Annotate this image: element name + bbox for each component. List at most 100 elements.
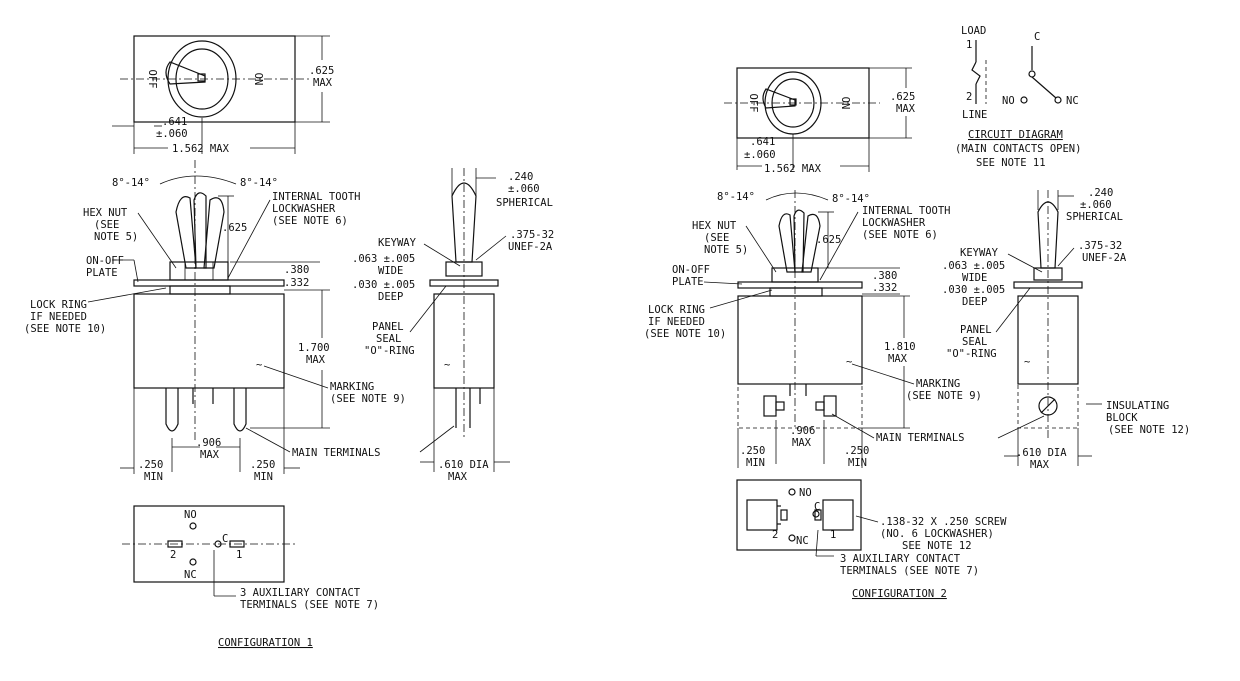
lock-ring-3: (SEE NOTE 10) [24,323,106,335]
height-max: MAX [313,77,333,89]
keyway-1: .063 ±.005 [352,253,415,265]
plate-dim-2-1: .380 [872,270,897,282]
lockwasher-2-1: INTERNAL TOOTH [862,205,951,217]
offset-dim: .641 [162,116,187,128]
width-dim-2: 1.562 MAX [764,163,822,175]
keyway-2-1: .063 ±.005 [942,260,1005,272]
circuit-diagram: LOAD 1 2 LINE C NC NO CIRCUIT DIAGRAM (M… [955,25,1081,169]
side-marking-glyph: ~ [444,359,450,371]
angle-right: 8°-14° [240,177,278,189]
lock-ring-1: LOCK RING [30,299,87,311]
plate-dim-2-2: .332 [872,282,897,294]
sph-tol-2: ±.060 [1080,199,1112,211]
hex-nut-label-3: NOTE 5) [94,231,138,243]
panel-seal-2-2: SEAL [962,336,987,348]
config1-caption: CONFIGURATION 1 [218,637,313,649]
circuit-no: NO [1002,95,1015,107]
body-height-2-max: MAX [888,353,908,365]
config2-caption: CONFIGURATION 2 [852,588,947,600]
keyway-2-2: WIDE [962,272,987,284]
lockwasher-label-3: (SEE NOTE 6) [272,215,348,227]
hex-nut-label-1: HEX NUT [83,207,128,219]
term-spacing: .906 [196,437,221,449]
offset-tol: ±.060 [156,128,188,140]
term-spacing-max: MAX [200,449,220,461]
lockwasher-label-2: LOCKWASHER [272,203,336,215]
sph-dim-2: .240 [1088,187,1113,199]
term-spacing-2: .906 [790,425,815,437]
side-dia-max: MAX [448,471,468,483]
body-height-2: 1.810 [884,341,916,353]
config2-bottom-view: NO NC 2 1 C .138-32 X .250 SCREW (NO. 6 … [736,479,1007,577]
plate-dim-2: .332 [284,277,309,289]
screw-1: .138-32 X .250 SCREW [880,516,1007,528]
screw-2: (NO. 6 LOCKWASHER) [880,528,994,540]
insulating-3: (SEE NOTE 12) [1108,424,1190,436]
marking-2-2: (SEE NOTE 9) [906,390,982,402]
term-left-2: .250 [740,445,765,457]
main-terminals-2: MAIN TERMINALS [876,432,965,444]
circuit-line: LINE [962,109,987,121]
aux-label-1: 3 AUXILIARY CONTACT [240,587,361,599]
panel-seal-2-3: "O"-RING [946,348,997,360]
config2-top-view: OFF ON .625 MAX .641 ±.060 1.562 MAX [724,67,916,175]
hex-nut-2-3: NOTE 5) [704,244,748,256]
bottom-1: 1 [236,549,242,561]
keyway-2-3: .030 ±.005 [942,284,1005,296]
circuit-sub: (MAIN CONTACTS OPEN) [955,143,1081,155]
term-left: .250 [138,459,163,471]
screw-3: SEE NOTE 12 [902,540,972,552]
term-left-min: MIN [144,471,163,483]
lockwasher-2-3: (SEE NOTE 6) [862,229,938,241]
thread-2: UNEF-2A [508,241,553,253]
keyway-2-label: KEYWAY [960,247,999,259]
keyway-3: .030 ±.005 [352,279,415,291]
on-off-plate-1: ON-OFF [86,255,124,267]
lockwasher-2-2: LOCKWASHER [862,217,926,229]
config1-group: OFF ON .625 MAX .641 ±.060 1.562 MAX 8°-… [24,35,554,649]
plate-dim-1: .380 [284,264,309,276]
insulating-1: INSULATING [1106,400,1169,412]
thread-2-1: .375-32 [1078,240,1122,252]
term-right-2-min: MIN [848,457,867,469]
sph-label-2: SPHERICAL [1066,211,1123,223]
circuit-note: SEE NOTE 11 [976,157,1046,169]
sph-tol: ±.060 [508,183,540,195]
bottom-2-1: 1 [830,529,836,541]
side-dia: .610 DIA [438,459,489,471]
aux-2-2: TERMINALS (SEE NOTE 7) [840,565,979,577]
circuit-1: 1 [966,39,972,51]
panel-seal-2: SEAL [376,333,401,345]
term-spacing-2-max: MAX [792,437,812,449]
term-right: .250 [250,459,275,471]
bottom-2-c: C [814,501,820,513]
dim-625: .625 [222,222,247,234]
width-dim: 1.562 MAX [172,143,230,155]
term-right-min: MIN [254,471,273,483]
sph-label: SPHERICAL [496,197,553,209]
dim-625-2: .625 [816,234,841,246]
off-label: OFF [146,70,158,89]
angle-right-2: 8°-14° [832,193,870,205]
off-label-2: OFF [747,94,759,113]
height-dim-2: .625 [890,91,915,103]
config1-front-view: 8°-14° 8°-14° .625 ~ HEX NUT (SEE NOTE 5… [24,160,455,483]
panel-seal-3: "O"-RING [364,345,415,357]
aux-label-2: TERMINALS (SEE NOTE 7) [240,599,379,611]
circuit-nc: NC [1066,95,1079,107]
thread-2-2: UNEF-2A [1082,252,1127,264]
lock-ring-2-3: (SEE NOTE 10) [644,328,726,340]
config2-group: OFF ON .625 MAX .641 ±.060 1.562 MAX LOA… [644,25,1190,600]
body-height: 1.700 [298,342,330,354]
height-max-2: MAX [896,103,916,115]
height-dim: .625 [309,65,334,77]
panel-seal-1: PANEL [372,321,404,333]
lock-ring-2-1: LOCK RING [648,304,705,316]
body-height-max: MAX [306,354,326,366]
term-left-2-min: MIN [746,457,765,469]
bottom-2-nc: NC [796,535,809,547]
config2-front-view: 8°-14° 8°-14° .625 ~ HEX NUT (SEE NOTE 5… [644,190,1045,469]
offset-dim-2: .641 [750,136,775,148]
keyway-2-4: DEEP [962,296,987,308]
